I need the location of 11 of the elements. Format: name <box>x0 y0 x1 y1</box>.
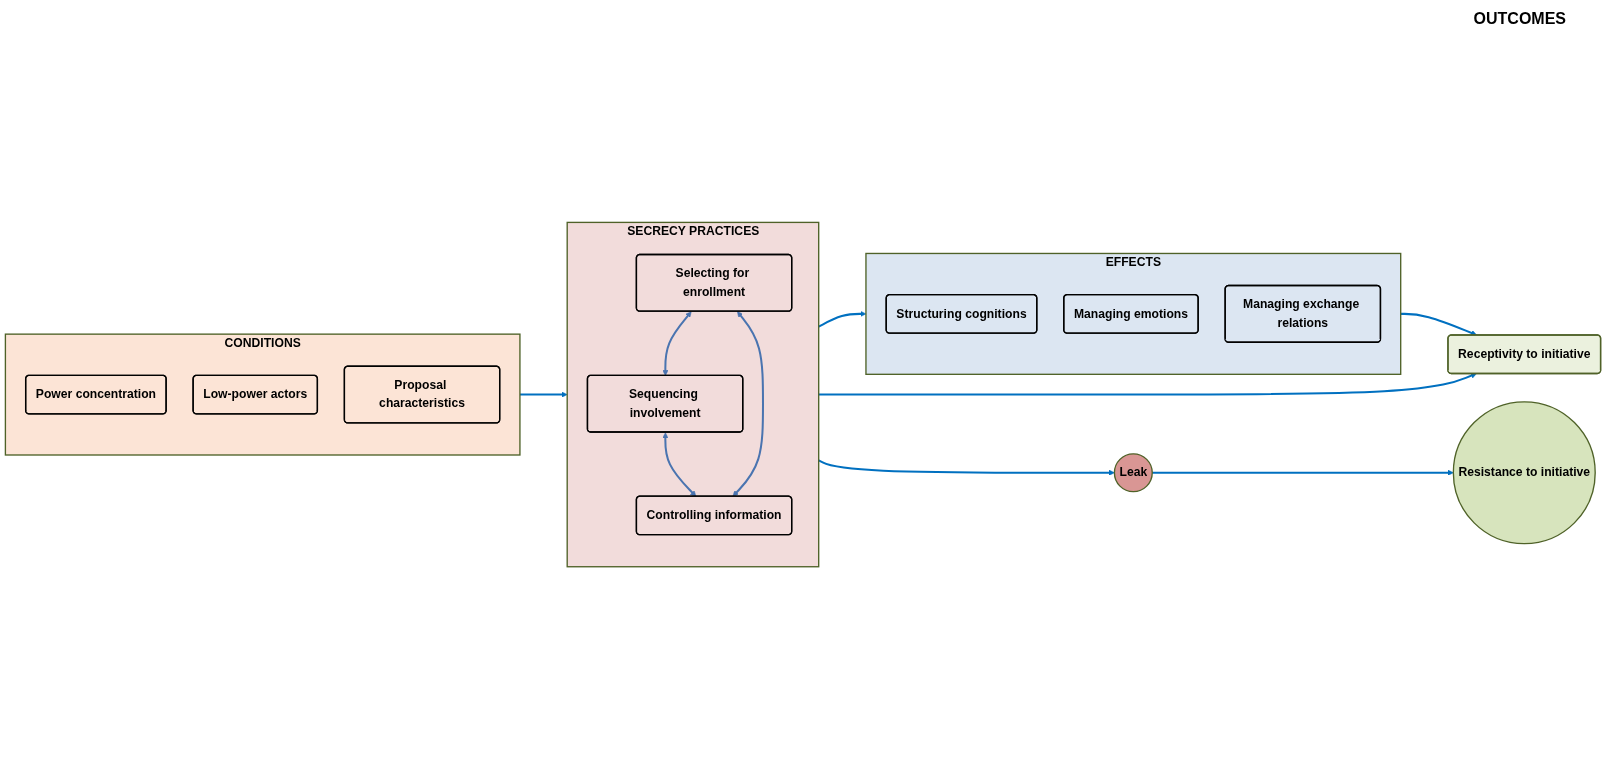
arrow <box>1400 313 1477 337</box>
arrow <box>662 311 692 377</box>
node-circle: Leak <box>1113 453 1153 493</box>
arrow <box>519 392 568 398</box>
arrow <box>818 373 1477 396</box>
arrow <box>662 432 697 498</box>
node-circle: Resistance to initiative <box>1452 401 1596 545</box>
arrow <box>1152 470 1454 477</box>
column-heading: OUTCOMES <box>1473 10 1566 27</box>
arrow <box>732 311 764 497</box>
arrow <box>818 459 1115 477</box>
